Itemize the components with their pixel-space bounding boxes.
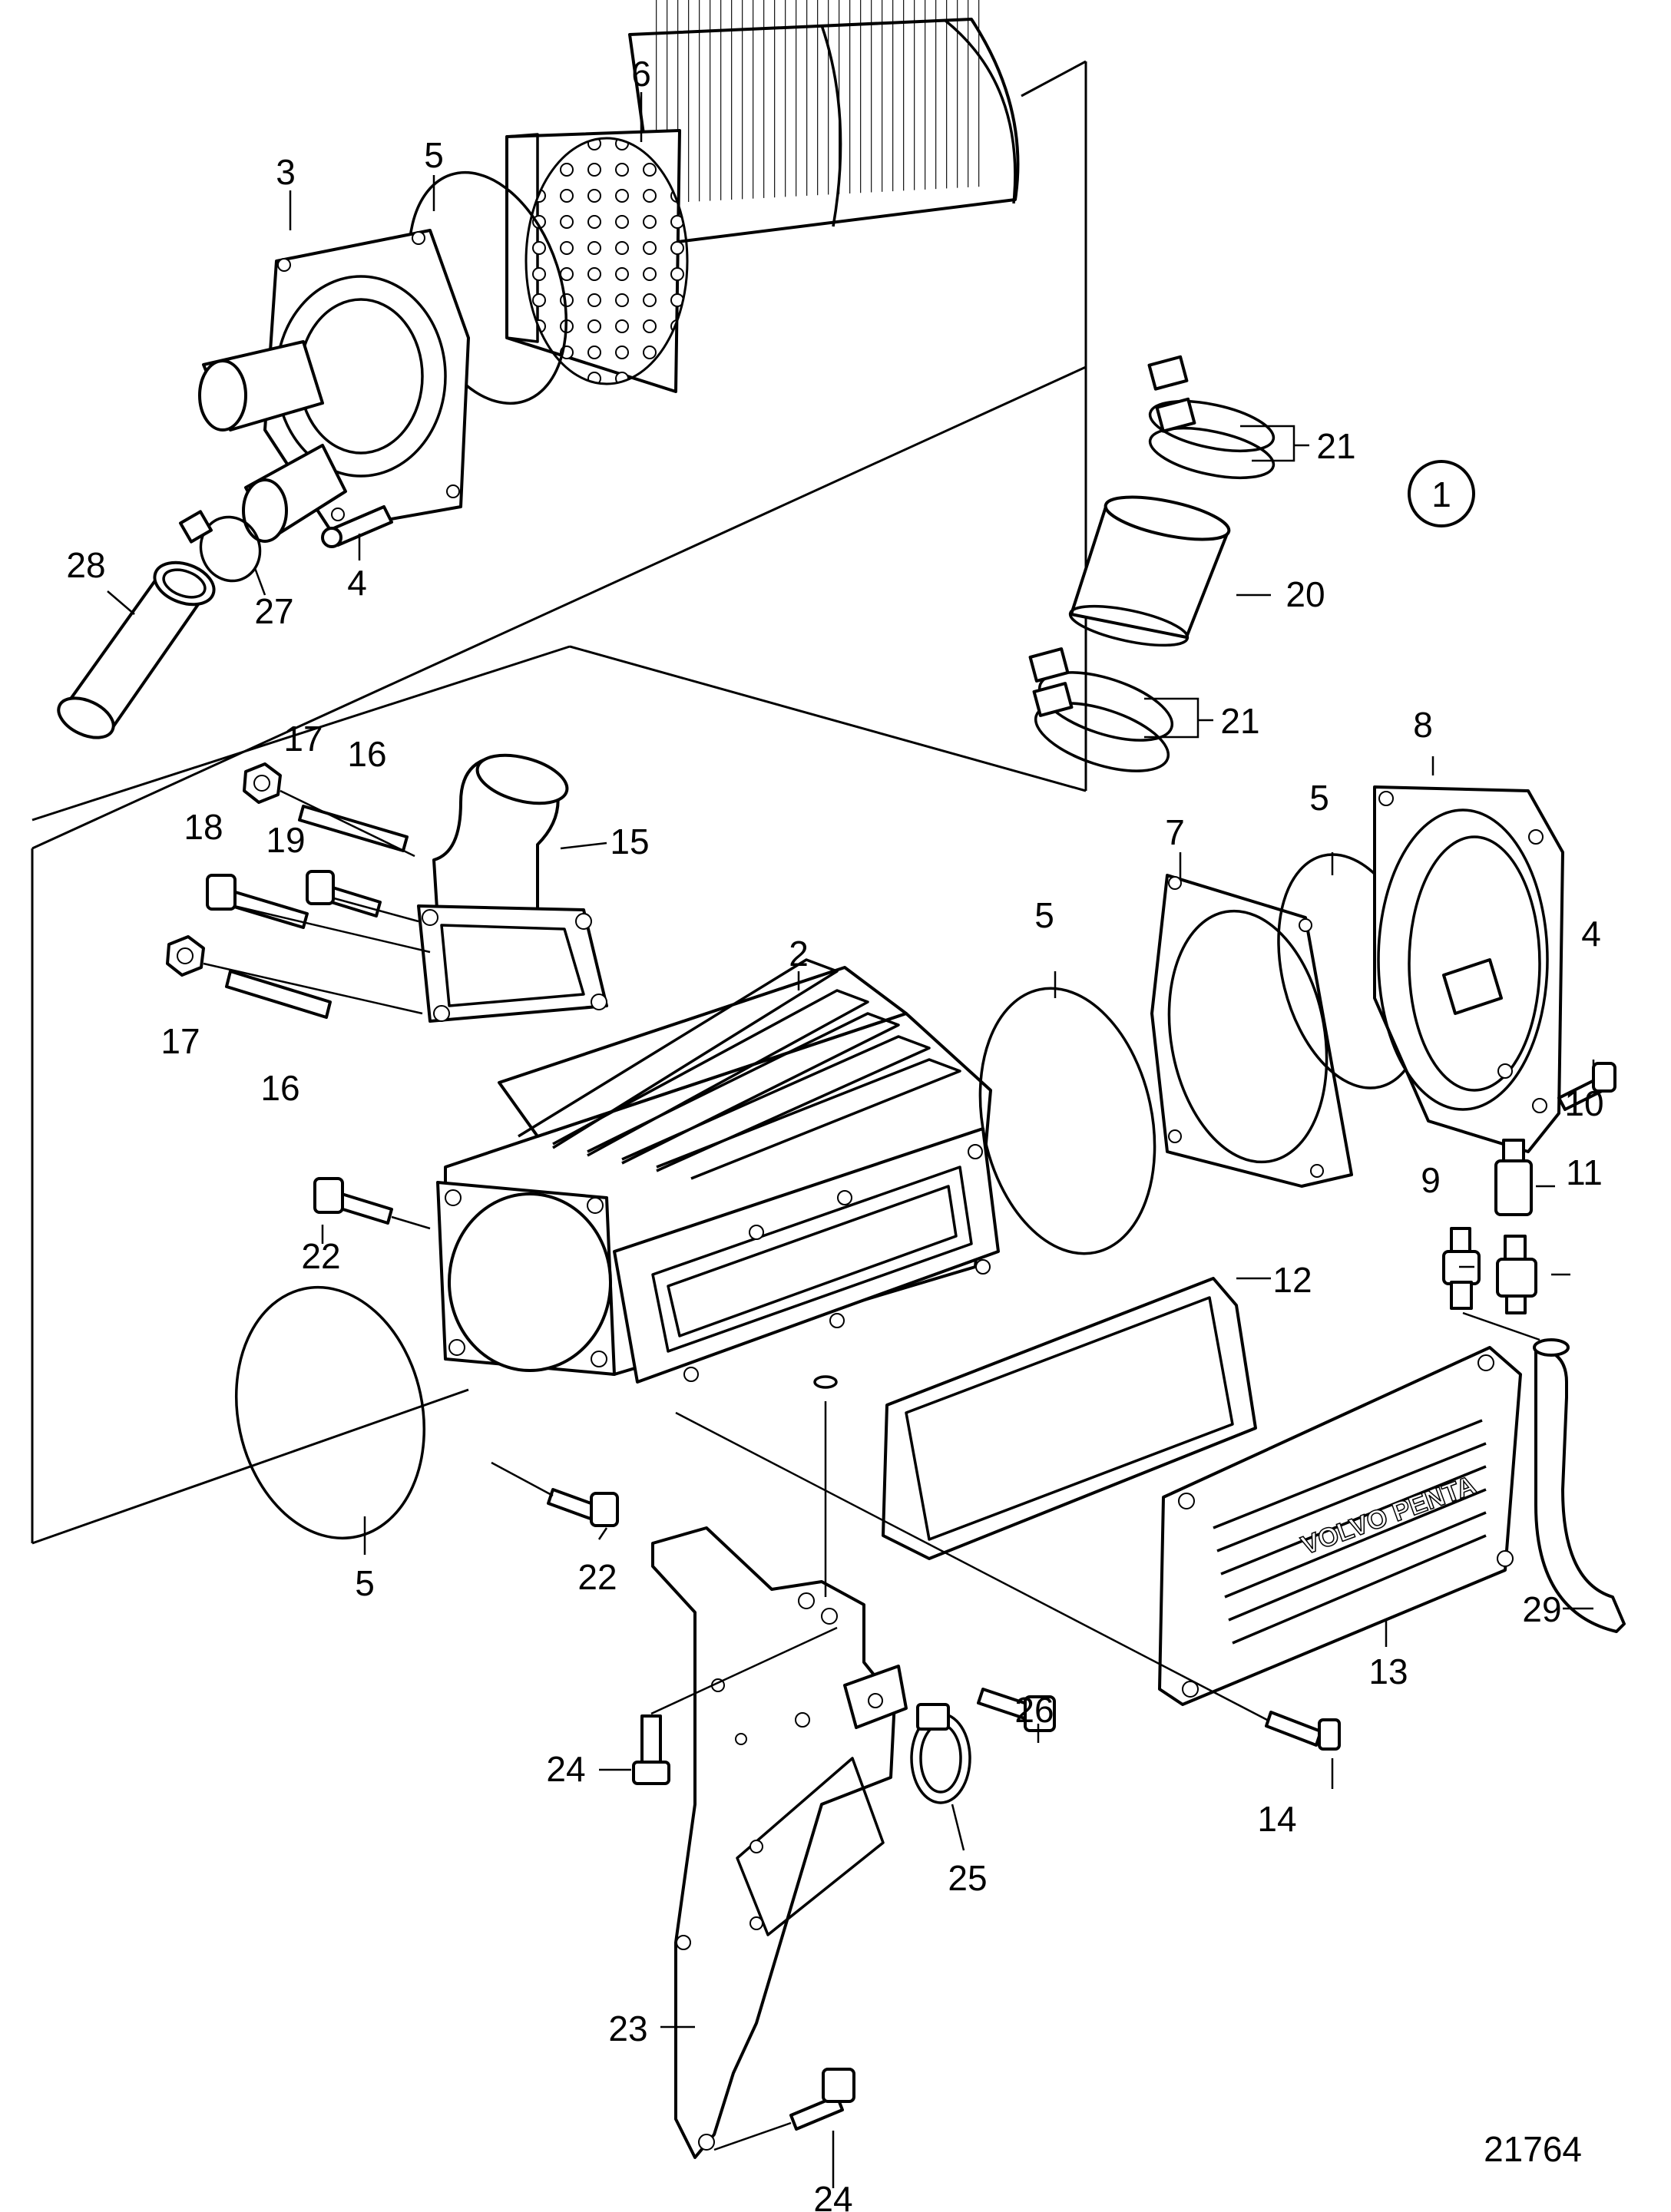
group-marker-label: 1: [1431, 474, 1451, 514]
label-part-23: 23: [608, 2009, 647, 2048]
hose-28: [57, 560, 216, 739]
label-part-10: 10: [1564, 1083, 1603, 1123]
group-marker-circle: [1408, 460, 1475, 527]
leader-cover-bolt: [675, 1411, 1268, 1721]
label-part-4: 4: [1581, 914, 1601, 954]
bolt-24-upper: [632, 1714, 670, 1785]
label-part-19: 19: [266, 820, 305, 860]
drawing-number: 21764: [1484, 2129, 1582, 2169]
label-part-9: 9: [1421, 1160, 1441, 1200]
label-part-3: 3: [276, 152, 296, 192]
gasket-7: [1150, 874, 1353, 1188]
label-part-27: 27: [254, 591, 293, 631]
callout-brackets-21: [1144, 425, 1309, 739]
bolt-14: [1265, 1711, 1341, 1751]
elbow-15: [417, 753, 608, 1023]
cooler-housing-2: [436, 958, 1000, 1389]
filter-element: [505, 0, 1020, 393]
label-part-16: 16: [347, 734, 386, 774]
stud-16-lower: [166, 935, 332, 1019]
hose-29: [1462, 1311, 1626, 1633]
nipple-9: [1442, 1227, 1481, 1310]
gasket-12: [882, 1277, 1257, 1560]
bracket-23: [651, 1526, 908, 2159]
bolt-4-upper: [321, 505, 393, 548]
o-ring-center: [978, 987, 1156, 1255]
fitting-10: [1494, 1139, 1533, 1216]
label-part-2: 2: [789, 934, 809, 974]
hose-clamps-21-lower: [1028, 647, 1174, 772]
label-part-5: 5: [355, 1563, 375, 1603]
label-part-24: 24: [546, 1749, 585, 1789]
o-ring-lower-left: [234, 1285, 426, 1540]
callout-numbers: 3 5 6 4 27 28 21 20 21 17 16 18 19 15 2 …: [66, 54, 1603, 2212]
label-part-21: 21: [1316, 426, 1355, 466]
label-part-21: 21: [1220, 701, 1259, 741]
label-part-17: 17: [160, 1021, 200, 1061]
label-part-15: 15: [610, 822, 649, 861]
bolt-22-lower: [547, 1488, 619, 1527]
leader-bolt-24-upper: [650, 1626, 838, 1715]
bolt-26: [977, 1688, 1056, 1732]
label-part-26: 26: [1014, 1690, 1054, 1730]
label-part-22: 22: [577, 1557, 617, 1597]
hose-clamp-27: [199, 515, 262, 583]
leader-bolt-24-lower: [713, 2121, 792, 2151]
label-part-4: 4: [347, 563, 367, 603]
label-part-13: 13: [1368, 1652, 1408, 1691]
label-part-14: 14: [1257, 1799, 1296, 1839]
leader-bolt-22-lower: [491, 1461, 554, 1497]
leader-lines-studs: [203, 789, 431, 1015]
label-part-16: 16: [260, 1068, 299, 1108]
callout-leaders: [107, 92, 1595, 2188]
clamp-screw-27: [179, 510, 213, 544]
fitting-11: [1496, 1235, 1537, 1314]
bolt-4-right: [1557, 1062, 1616, 1111]
bolt-22-upper: [313, 1177, 393, 1225]
label-part-17: 17: [283, 719, 323, 759]
label-part-20: 20: [1286, 574, 1325, 614]
label-part-24: 24: [813, 2179, 852, 2212]
label-part-5: 5: [1309, 778, 1329, 818]
label-part-12: 12: [1272, 1260, 1312, 1300]
hose-20: [1068, 495, 1231, 647]
label-part-8: 8: [1413, 705, 1433, 745]
end-cover-upper: [198, 229, 470, 543]
clip-25: [910, 1703, 971, 1804]
label-part-29: 29: [1522, 1589, 1561, 1629]
bolt-24-lower: [789, 2068, 855, 2131]
cover-13: VOLVO PENTA: [1158, 1346, 1522, 1706]
label-part-25: 25: [948, 1858, 987, 1898]
label-part-7: 7: [1165, 812, 1185, 852]
hose-clamps-21-upper: [1147, 355, 1276, 480]
label-part-5: 5: [1034, 895, 1054, 935]
end-cover-8: [1373, 785, 1564, 1153]
label-part-28: 28: [66, 545, 105, 585]
label-part-6: 6: [631, 54, 651, 94]
leader-bolt-22-upper: [391, 1215, 431, 1230]
label-part-18: 18: [184, 807, 223, 847]
bolt-19: [306, 870, 382, 918]
label-part-11: 11: [1566, 1152, 1603, 1192]
label-part-5: 5: [424, 135, 444, 175]
label-part-22: 22: [301, 1236, 340, 1276]
